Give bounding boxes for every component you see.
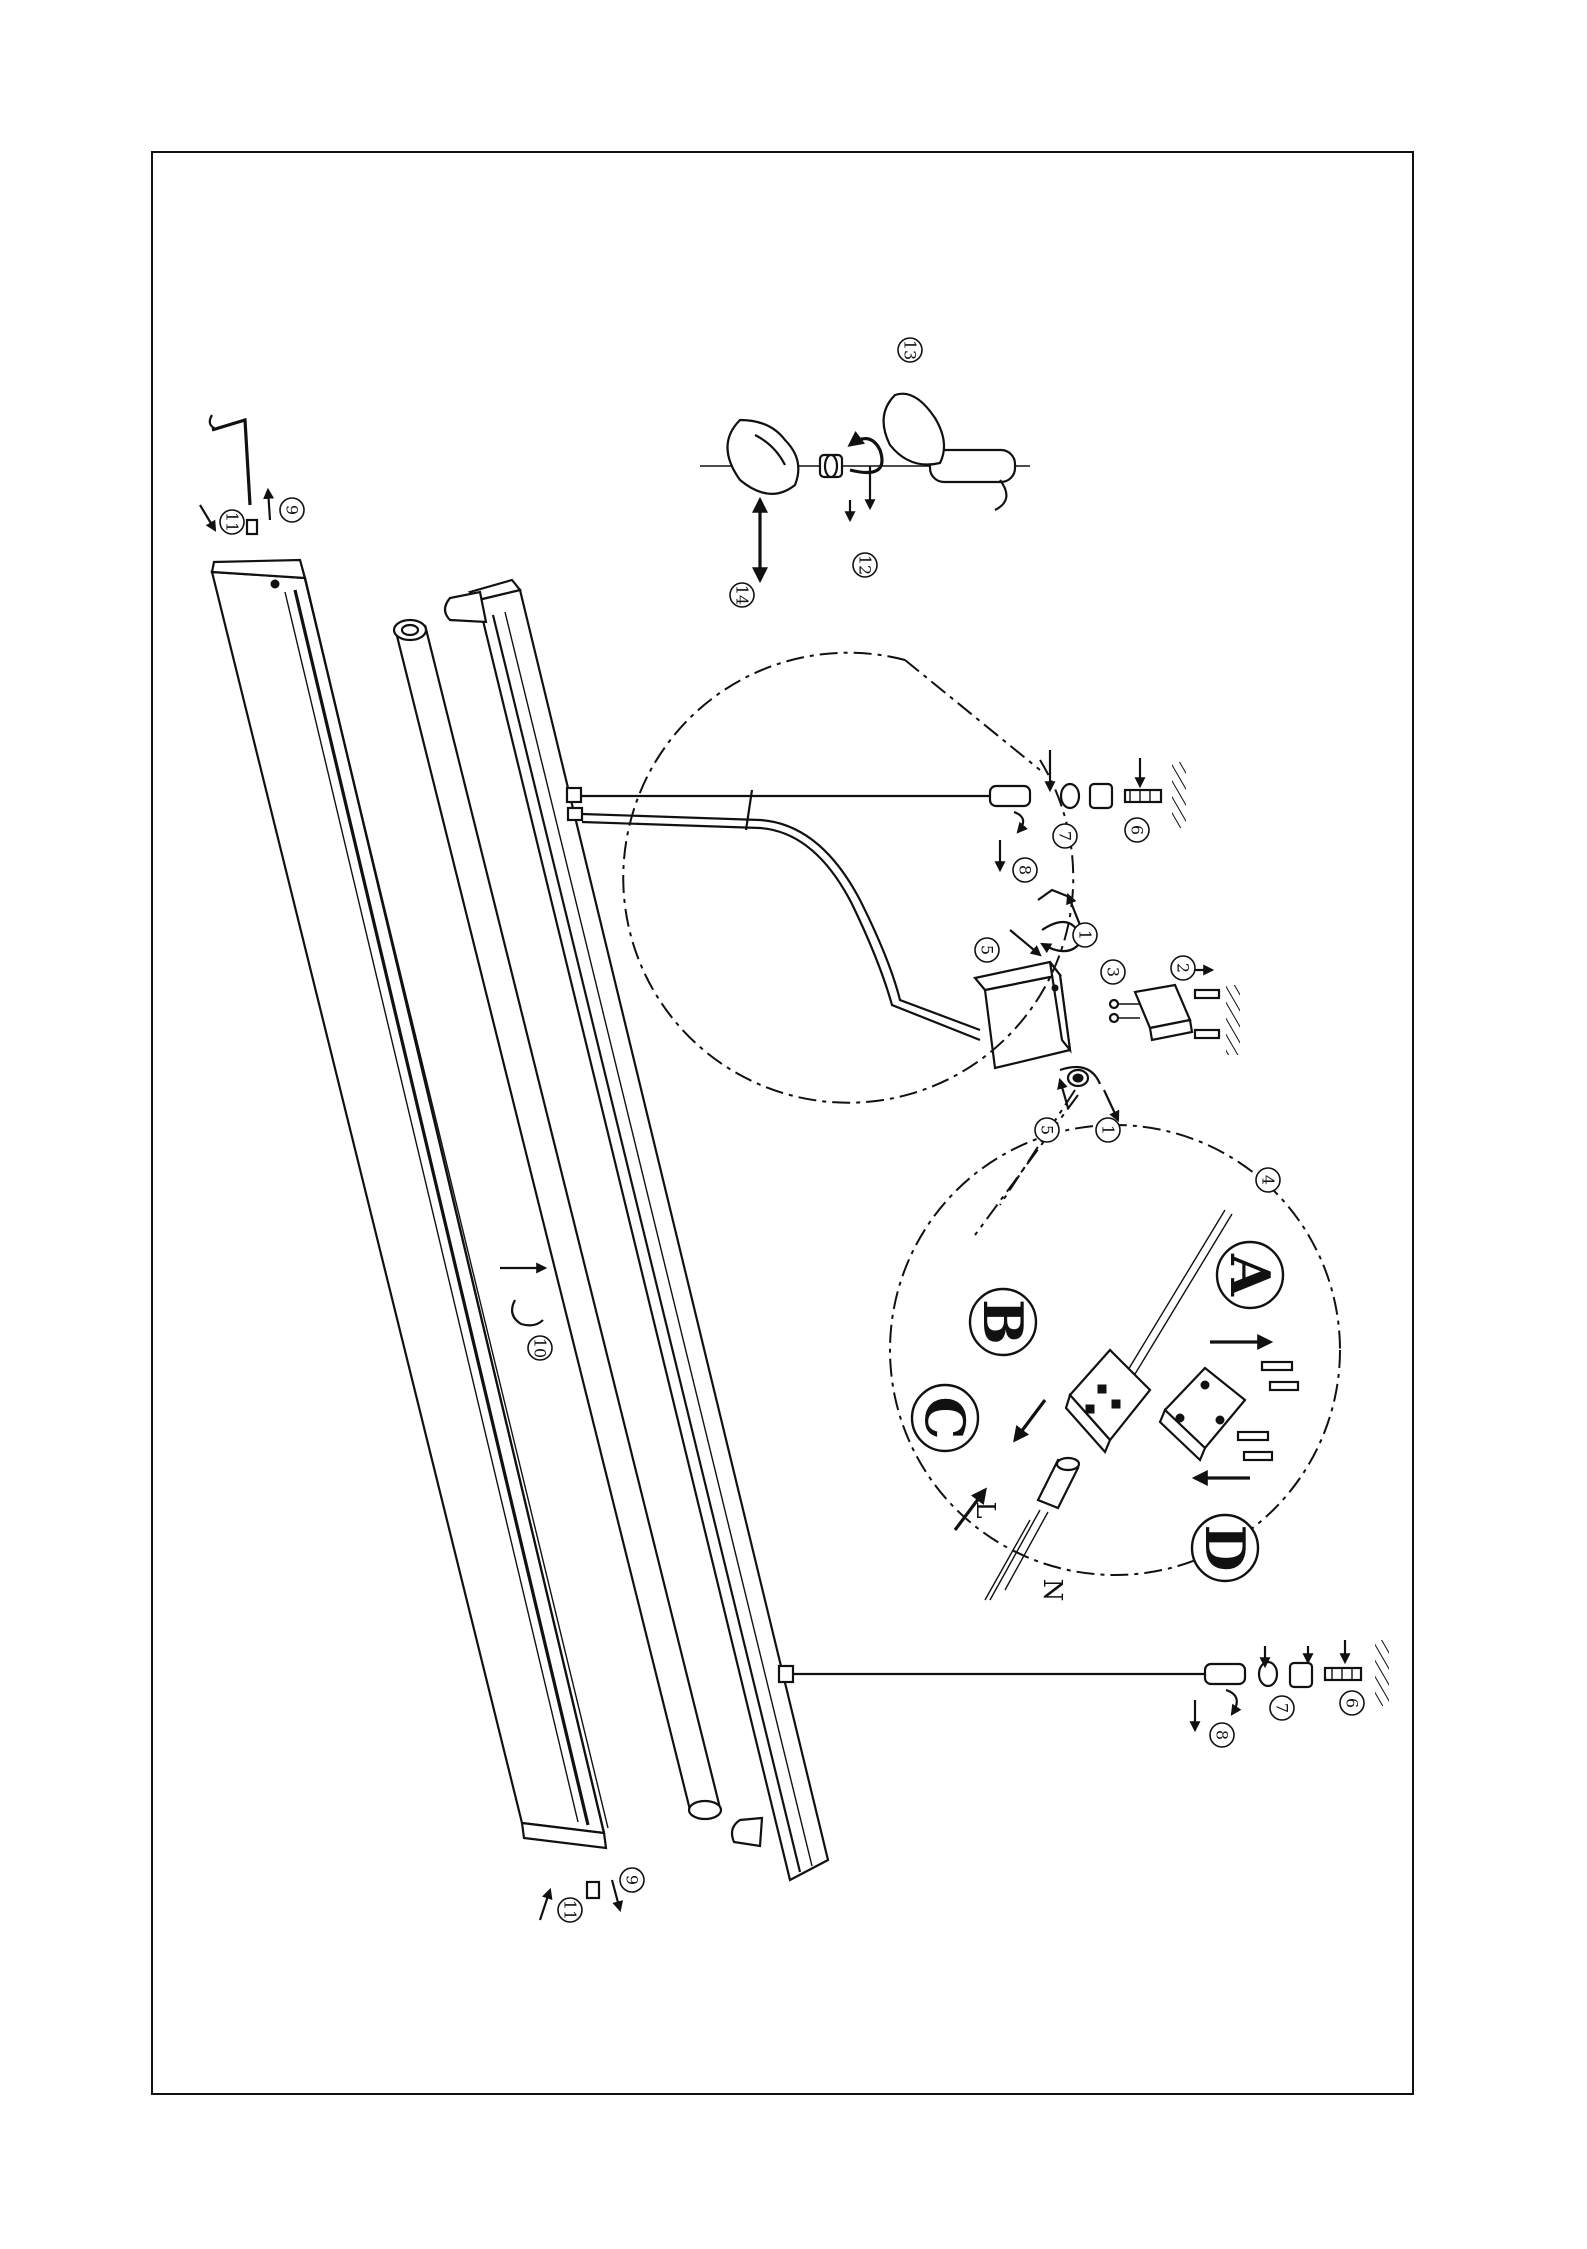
svg-text:2: 2: [1174, 963, 1193, 973]
callout-7-top: 7: [1053, 824, 1077, 848]
svg-text:D: D: [1193, 1525, 1257, 1572]
callout-10: 10: [528, 1336, 552, 1360]
wiring-detail-circle: [890, 1090, 1340, 1600]
svg-text:6: 6: [1128, 825, 1147, 835]
callout-8-bottom: 8: [1210, 1723, 1234, 1747]
callout-11-bottom: 11: [558, 1898, 582, 1922]
svg-text:9: 9: [623, 1875, 642, 1885]
callout-3: 3: [1101, 960, 1125, 984]
callout-5-bottom: 5: [1035, 1118, 1059, 1142]
top-wire-gripper: [990, 750, 1186, 870]
svg-text:9: 9: [283, 505, 302, 515]
svg-text:A: A: [1218, 1253, 1282, 1297]
callout-1-bottom: 1: [1096, 1118, 1120, 1142]
callout-12: 12: [853, 553, 877, 577]
callout-6-top: 6: [1125, 818, 1149, 842]
svg-text:12: 12: [856, 555, 875, 575]
canopy-junction-box: [975, 890, 1240, 1120]
svg-text:4: 4: [1259, 1175, 1278, 1185]
callout-14: 14: [730, 583, 754, 607]
callout-9-bottom: 9: [620, 1868, 644, 1892]
svg-text:8: 8: [1016, 865, 1035, 875]
svg-text:1: 1: [1099, 1125, 1118, 1135]
svg-text:13: 13: [901, 340, 920, 360]
bottom-wire-gripper: [1195, 1640, 1389, 1730]
svg-text:1: 1: [1076, 930, 1095, 940]
callout-7-bottom: 7: [1270, 1696, 1294, 1720]
svg-text:7: 7: [1273, 1703, 1292, 1713]
detail-label-c: C: [912, 1385, 978, 1451]
detail-label-a: A: [1217, 1242, 1283, 1308]
svg-text:14: 14: [733, 585, 752, 605]
svg-text:6: 6: [1343, 1698, 1362, 1708]
svg-text:11: 11: [561, 1900, 580, 1920]
callout-8-top: 8: [1013, 858, 1037, 882]
callout-9-top: 9: [280, 498, 304, 522]
callout-5-top: 5: [975, 938, 999, 962]
detail-label-b: B: [970, 1289, 1036, 1355]
callout-4: 4: [1256, 1168, 1280, 1192]
svg-text:5: 5: [978, 945, 997, 955]
callout-1-top: 1: [1073, 923, 1097, 947]
callout-2: 2: [1171, 956, 1195, 980]
wire-label-neutral: N: [1037, 1579, 1067, 1602]
svg-text:3: 3: [1104, 967, 1123, 977]
callout-6-bottom: 6: [1340, 1691, 1364, 1715]
svg-text:C: C: [913, 1397, 977, 1440]
svg-text:8: 8: [1213, 1730, 1232, 1740]
ceiling-hatch-icon: [1375, 1640, 1389, 1706]
callout-11-top: 11: [220, 510, 244, 534]
svg-text:B: B: [971, 1299, 1035, 1345]
svg-text:L: L: [970, 1501, 1000, 1518]
svg-text:10: 10: [531, 1338, 550, 1358]
svg-text:5: 5: [1038, 1125, 1057, 1135]
svg-text:11: 11: [223, 512, 242, 532]
detail-label-d: D: [1192, 1515, 1258, 1581]
svg-text:N: N: [1037, 1579, 1067, 1602]
svg-text:7: 7: [1056, 831, 1075, 841]
tube-twist-indicator: [500, 1268, 545, 1325]
ceiling-hatch-icon: [1172, 762, 1186, 828]
wire-label-live: L: [970, 1501, 1000, 1518]
callout-13: 13: [898, 338, 922, 362]
ceiling-hatch-icon: [1226, 985, 1240, 1055]
